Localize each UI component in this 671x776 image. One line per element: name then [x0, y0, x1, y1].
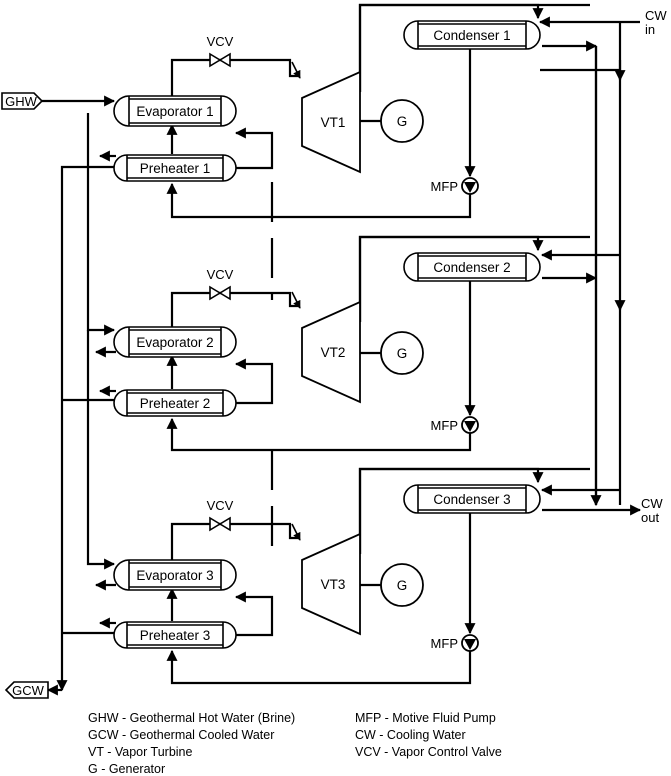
vcv-2: VCV [207, 267, 234, 301]
return-line-1 [166, 182, 472, 219]
vcv-1: VCV [207, 34, 234, 68]
pump-2: MFP [431, 416, 479, 434]
turbine-3-body [301, 532, 361, 636]
brine-line-evap2-to-evap3 [86, 330, 116, 570]
condenser-3-label: Condenser 3 [433, 492, 510, 507]
gcw-tag [4, 681, 49, 699]
turbine-2-label: VT2 [321, 345, 346, 360]
ghw-tag [1, 92, 44, 110]
pump-3: MFP [431, 634, 479, 652]
evaporator-1: Evaporator 1 [113, 95, 237, 127]
vcv-2-label: VCV [207, 267, 234, 282]
preheat-to-evap-3 [234, 591, 274, 637]
condenser-2-label: Condenser 2 [433, 260, 510, 275]
evaporator-1-label: Evaporator 1 [136, 104, 213, 119]
generator-3: G [380, 563, 424, 607]
preheater-1-label: Preheater 1 [140, 161, 211, 176]
preheat-to-evap-1 [234, 127, 274, 170]
vapor-arrow-2 [291, 291, 301, 309]
vcv-2-body [209, 285, 231, 301]
vapor-arrow-3 [291, 523, 301, 541]
evaporator-3: Evaporator 3 [113, 559, 237, 591]
vt3-exhaust [358, 467, 544, 554]
pump-1: MFP [431, 177, 479, 195]
turbine-2-body [301, 300, 361, 404]
legend-right-2: CW - Cooling Water [355, 728, 466, 742]
legend-right-3: VCV - Vapor Control Valve [355, 745, 502, 759]
pump-1-triangle [464, 182, 476, 193]
return-line-2 [166, 417, 472, 452]
pump-3-triangle [464, 639, 476, 650]
vapor-line-2 [170, 291, 300, 328]
preheater-2: Preheater 2 [113, 389, 237, 417]
generator-1-label: G [397, 114, 408, 129]
preheater-3: Preheater 3 [113, 621, 237, 649]
return-line-3 [166, 649, 472, 685]
vapor-arrow-1 [291, 61, 301, 79]
generator-2-label: G [397, 346, 408, 361]
vcv-3-body [209, 516, 231, 532]
pump-3-label: MFP [431, 636, 458, 651]
turbine-2: VT2 [301, 300, 361, 404]
generator-1-circle [380, 99, 424, 143]
turbine-3-label: VT3 [321, 577, 346, 592]
evaporator-3-label: Evaporator 3 [136, 568, 213, 583]
vapor-line-1 [170, 58, 300, 97]
preheater-3-label: Preheater 3 [140, 628, 211, 643]
evaporator-2-label: Evaporator 2 [136, 335, 213, 350]
generator-2-circle [380, 331, 424, 375]
evaporator-2: Evaporator 2 [113, 326, 237, 358]
vapor-line-3 [170, 522, 300, 561]
legend-left-4: G - Generator [88, 762, 165, 776]
gcw-label: GCW [12, 683, 45, 698]
generator-2: G [380, 331, 424, 375]
equipment: Evaporator 1 Preheater 1 Condenser 1 VCV VT1… [1, 20, 541, 699]
preheater-2-label: Preheater 2 [140, 396, 211, 411]
turbine-1-label: VT1 [321, 115, 346, 130]
ghw-label: GHW [5, 94, 38, 109]
vt1-exhaust [358, 3, 544, 92]
piping [42, 3, 642, 696]
condenser-1-label: Condenser 1 [433, 28, 510, 43]
generator-1: G [380, 99, 424, 143]
preheater-1: Preheater 1 [113, 154, 237, 182]
brine-line-evap1-to-evap2 [86, 113, 116, 336]
condenser-1: Condenser 1 [403, 20, 541, 50]
pump-2-label: MFP [431, 418, 458, 433]
legend-right-1: MFP - Motive Fluid Pump [355, 711, 496, 725]
generator-3-label: G [397, 578, 408, 593]
legend-left-3: VT - Vapor Turbine [88, 745, 192, 759]
vcv-1-label: VCV [207, 34, 234, 49]
pump-2-triangle [464, 421, 476, 432]
turbine-1: VT1 [301, 70, 361, 174]
generator-3-circle [380, 563, 424, 607]
condenser-3: Condenser 3 [403, 484, 541, 514]
turbine-1-body [301, 70, 361, 174]
preheat-to-evap-2 [234, 358, 274, 405]
turbine-3: VT3 [301, 532, 361, 636]
vt2-exhaust [358, 235, 544, 322]
legend-left-2: GCW - Geothermal Cooled Water [88, 728, 274, 742]
condenser-2: Condenser 2 [403, 252, 541, 282]
gcw-header [56, 165, 116, 692]
vcv-3: VCV [207, 498, 234, 532]
pump-1-label: MFP [431, 179, 458, 194]
legend-left-1: GHW - Geothermal Hot Water (Brine) [88, 711, 295, 725]
vcv-3-label: VCV [207, 498, 234, 513]
vcv-1-body [209, 52, 231, 68]
